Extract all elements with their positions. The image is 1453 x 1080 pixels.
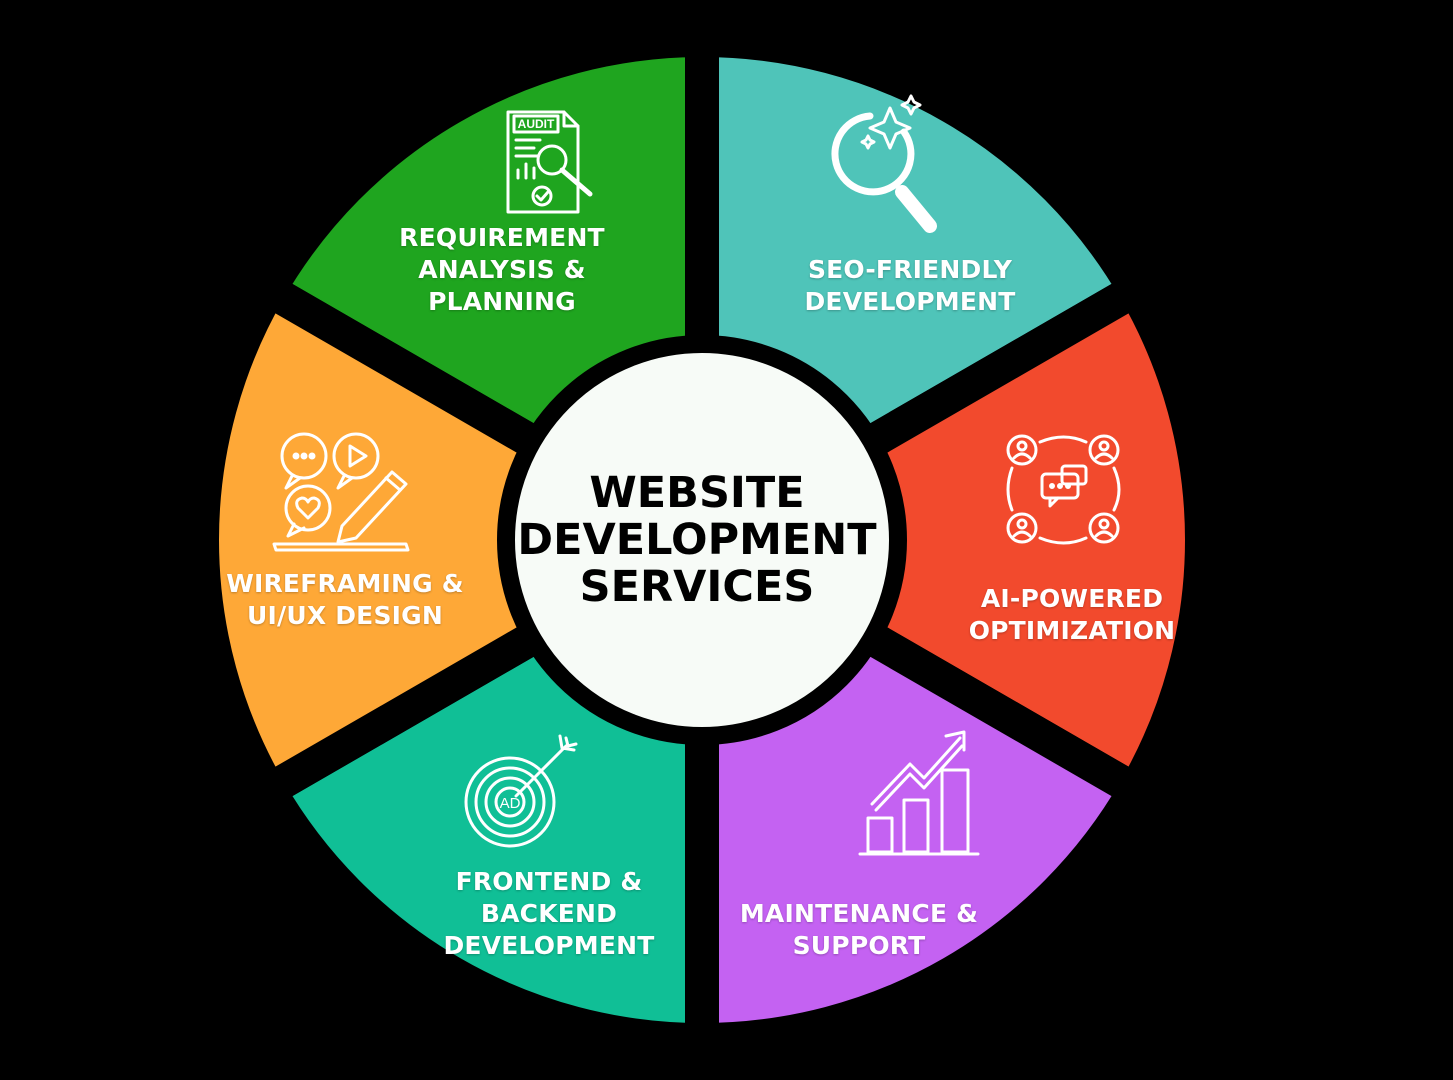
center-title-line-2: DEVELOPMENT (517, 515, 877, 565)
center-title-line-1: WEBSITE (589, 468, 805, 518)
center-title-line-3: SERVICES (579, 562, 815, 612)
center-circle (497, 335, 907, 745)
segment-ai (668, 266, 1219, 814)
ad-target-icon: AD (464, 734, 578, 848)
growth-chart-icon (858, 730, 980, 856)
audit-report-icon: AUDIT (506, 110, 593, 214)
center-title: WEBSITE DEVELOPMENT SERVICES (506, 470, 888, 611)
team-chat-network-icon (1006, 434, 1121, 545)
label-maintenance-support: MAINTENANCE &SUPPORT (739, 899, 979, 960)
sparkle-search-icon (831, 94, 937, 233)
segment-wireframing (185, 266, 737, 814)
audit-label: AUDIT (518, 117, 555, 131)
label-wireframing-design: WIREFRAMING &UI/UX DESIGN (226, 569, 464, 630)
ad-label: AD (500, 795, 521, 812)
design-pencil-icon (272, 432, 410, 552)
